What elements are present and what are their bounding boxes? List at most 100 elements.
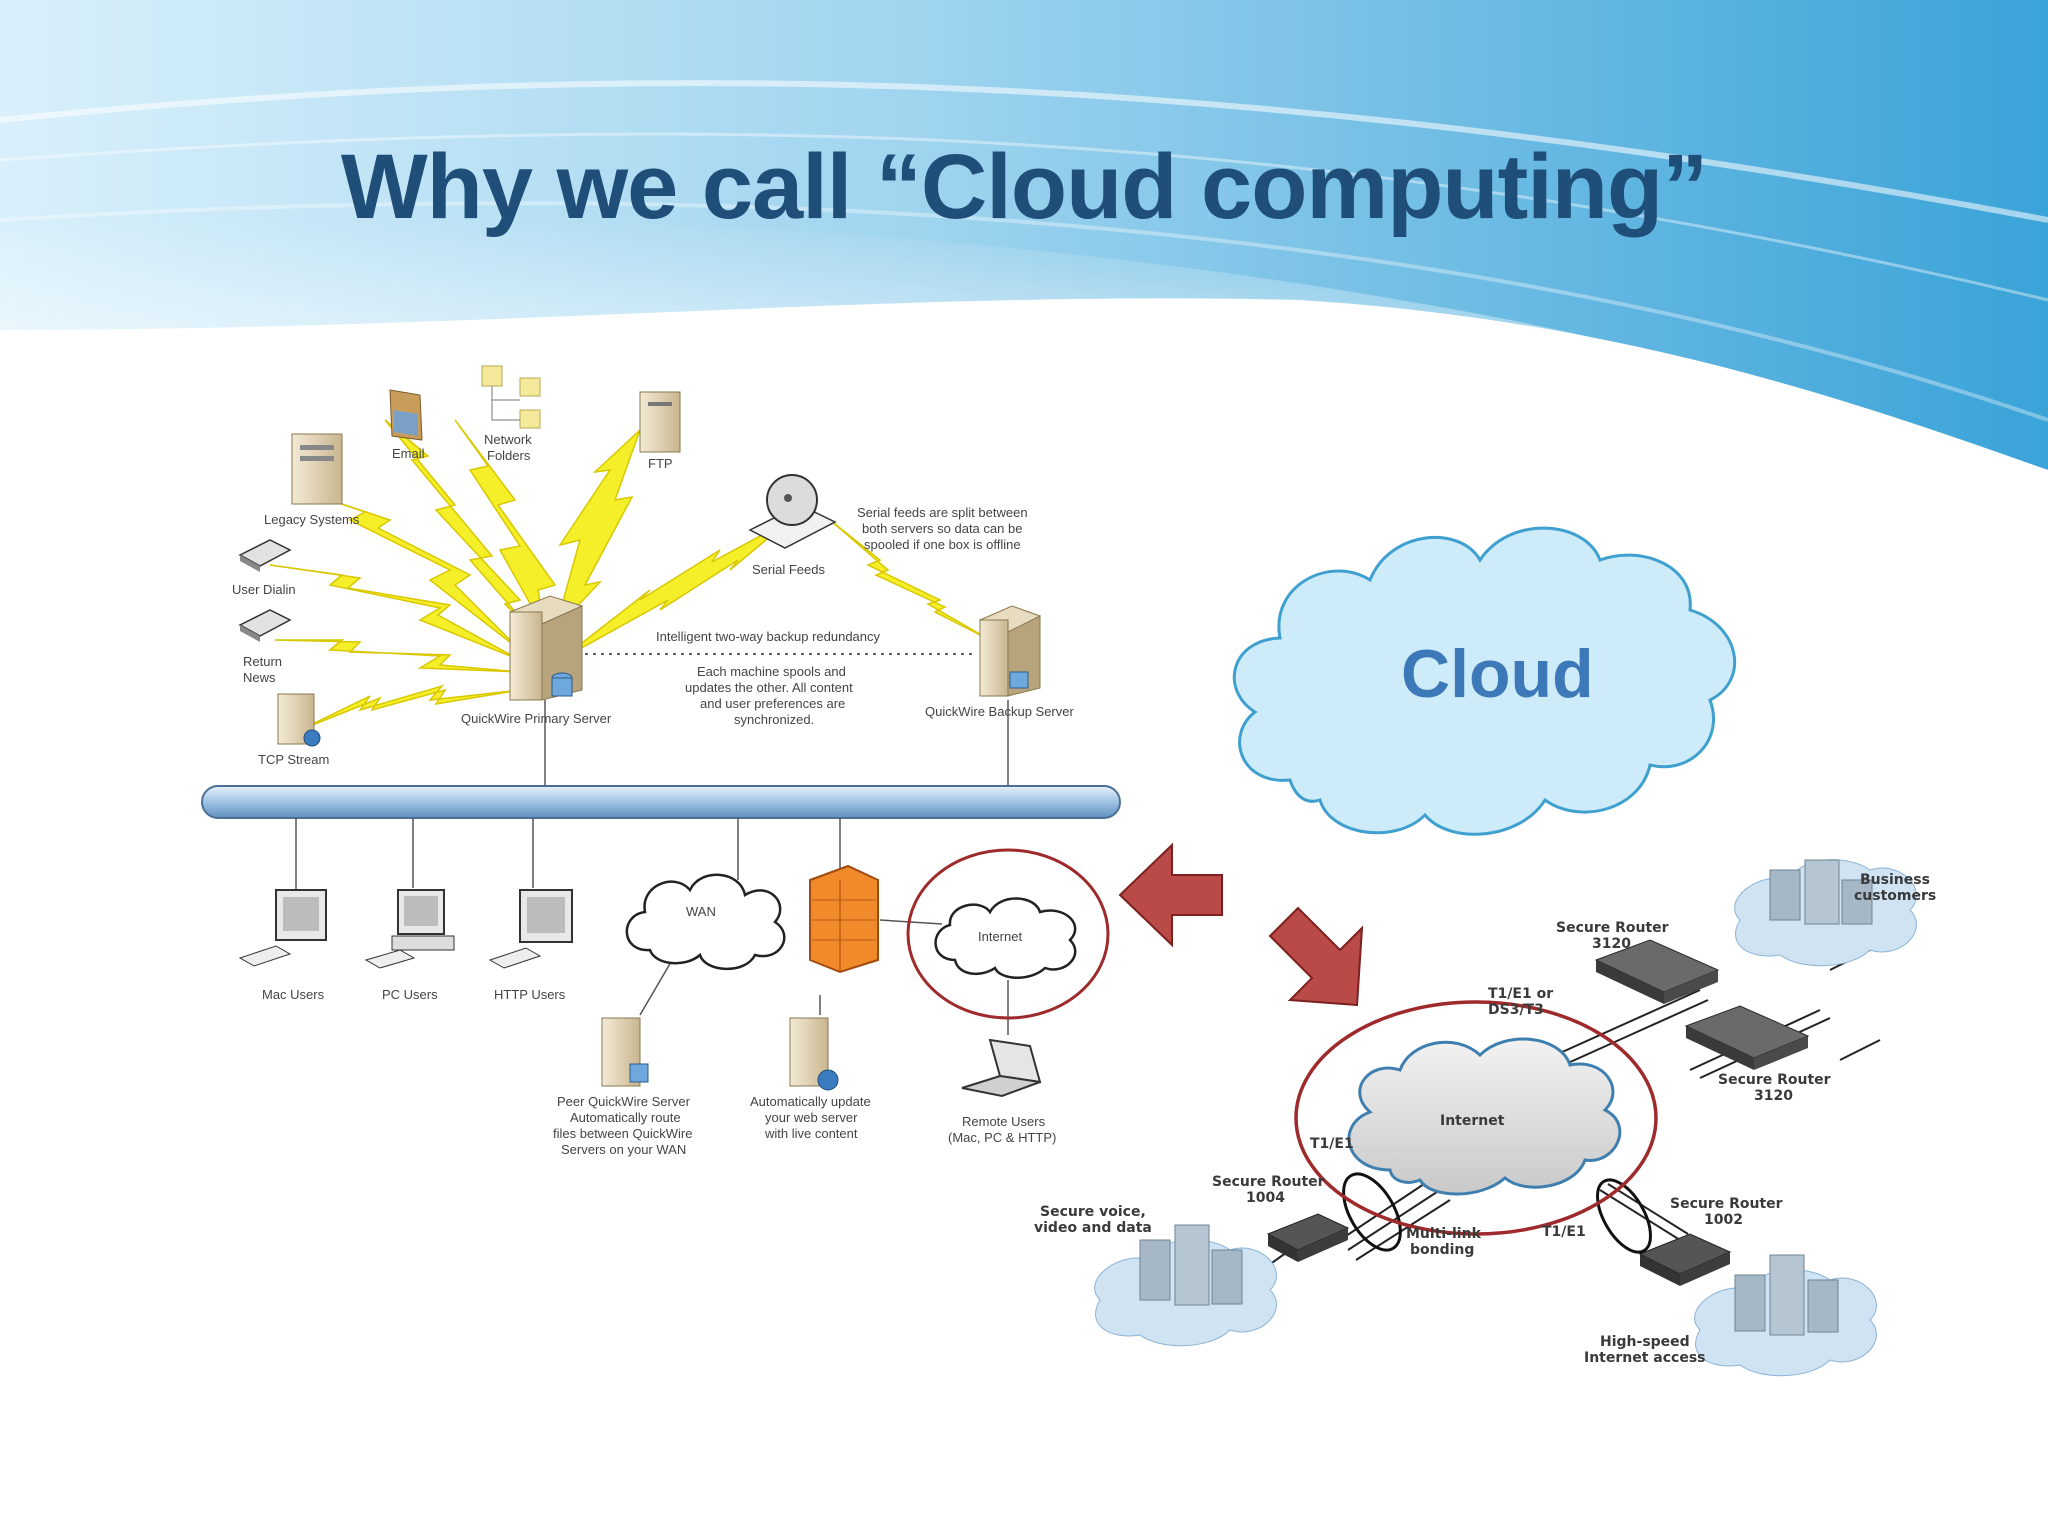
lightning-dialin [269, 564, 521, 661]
dialin-modem-icon [238, 539, 292, 572]
router-1004-icon [1266, 1213, 1350, 1262]
mac-computer-icon [238, 889, 327, 967]
wan-label: WAN [686, 904, 716, 919]
mac-users-label: Mac Users [262, 987, 325, 1002]
arrow-left-icon [1118, 842, 1223, 948]
secure-voice-grid-icon [1094, 1224, 1277, 1347]
redundancy-label: Intelligent two-way backup redundancy [656, 629, 881, 644]
web-server-icon [789, 1017, 839, 1091]
lightning-links [269, 419, 991, 731]
arrow-down-right-icon [1268, 906, 1364, 1007]
primary-server-icon [508, 595, 584, 701]
peer-note-1: Peer QuickWire Server [557, 1094, 691, 1109]
business-customers-grid-icon [1734, 859, 1917, 967]
router-1002-icon [1638, 1233, 1732, 1286]
router-3120-right-icon [1684, 1005, 1810, 1070]
internet-highlight-right [1294, 1000, 1658, 1236]
ftp-label: FTP [648, 456, 673, 471]
pc-computer-icon [364, 889, 455, 969]
business-label-2: customers [1854, 888, 1936, 904]
laptop-icon [961, 1038, 1042, 1098]
highspeed-label-1: High-speed [1600, 1334, 1690, 1350]
backup-server-icon [978, 605, 1042, 697]
peer-server-icon [601, 1017, 649, 1087]
lightning-ftp [554, 429, 641, 631]
serial-note-2: both servers so data can be [862, 521, 1022, 536]
internet-cloud-right-icon [1347, 1037, 1622, 1196]
network-label-1: Network [484, 432, 532, 447]
router-top-label-2: 3120 [1592, 936, 1631, 952]
serial-feeds-icon [748, 474, 837, 549]
dialin-label: User Dialin [232, 582, 296, 597]
multilink-label-2: bonding [1410, 1242, 1474, 1258]
router-1002-label-1: Secure Router [1670, 1196, 1783, 1212]
legacy-server-icon [291, 433, 343, 505]
tcp-label: TCP Stream [258, 752, 329, 767]
internet-right-label: Internet [1440, 1113, 1505, 1129]
t1-ds3-label-1: T1/E1 or [1488, 986, 1553, 1002]
remote-users-1: Remote Users [962, 1114, 1046, 1129]
http-users-label: HTTP Users [494, 987, 566, 1002]
highspeed-label-2: Internet access [1584, 1350, 1706, 1366]
sync-note-3: and user preferences are [700, 696, 845, 711]
firewall-icon [809, 864, 879, 974]
news-modem-icon [238, 609, 292, 642]
internet-left-label: Internet [978, 929, 1022, 944]
sync-note-4: synchronized. [734, 712, 814, 727]
update-note-3: with live content [764, 1126, 858, 1141]
peer-note-4: Servers on your WAN [561, 1142, 686, 1157]
secure-voice-label-2: video and data [1034, 1220, 1152, 1236]
lightning-news [274, 639, 521, 673]
sync-note-1: Each machine spools and [697, 664, 846, 679]
router-right-label-2: 3120 [1754, 1088, 1793, 1104]
tcp-server-icon [277, 693, 321, 747]
serial-label: Serial Feeds [752, 562, 825, 577]
wan-cloud-icon [625, 873, 786, 971]
router-3120-top-icon [1594, 939, 1720, 1004]
multilink-label-1: Multi-link [1406, 1226, 1482, 1242]
lightning-folders [454, 419, 557, 631]
business-label-1: Business [1860, 872, 1930, 888]
multilink-ring [1342, 1172, 1402, 1252]
router-1002-label-2: 1002 [1704, 1212, 1743, 1228]
news-label-2: News [243, 670, 276, 685]
backup-server-label: QuickWire Backup Server [925, 704, 1074, 719]
network-label-2: Folders [487, 448, 531, 463]
serial-note-1: Serial feeds are split between [857, 505, 1028, 520]
internet-highlight-left [906, 848, 1110, 1020]
http-computer-icon [488, 889, 573, 969]
t1-left-label: T1/E1 [1310, 1136, 1354, 1152]
pc-users-label: PC Users [382, 987, 438, 1002]
sync-note-2: updates the other. All content [685, 680, 853, 695]
router-1004-label-1: Secure Router [1212, 1174, 1325, 1190]
cloud-shape [1232, 526, 1737, 836]
network-folders-icon [481, 365, 541, 429]
news-label-1: Return [243, 654, 282, 669]
t1-ds3-label-2: DS3/T3 [1488, 1002, 1544, 1018]
router-1004-label-2: 1004 [1246, 1190, 1285, 1206]
email-icon [389, 389, 423, 441]
slide-title: Why we call “Cloud computing” [340, 136, 1708, 238]
peer-note-2: Automatically route [570, 1110, 681, 1125]
cloud-label: Cloud [1401, 636, 1594, 712]
legacy-label: Legacy Systems [264, 512, 360, 527]
update-note-2: your web server [765, 1110, 858, 1125]
email-label: Email [392, 446, 425, 461]
serial-note-3: spooled if one box is offline [864, 537, 1021, 552]
secure-voice-label-1: Secure voice, [1040, 1204, 1146, 1220]
remote-users-2: (Mac, PC & HTTP) [948, 1130, 1056, 1145]
lightning-email [384, 419, 541, 641]
t1-right-label: T1/E1 [1542, 1224, 1586, 1240]
peer-note-3: files between QuickWire [553, 1126, 692, 1141]
t1-ring-right [1596, 1178, 1652, 1254]
router-right-label-1: Secure Router [1718, 1072, 1831, 1088]
ftp-server-icon [639, 391, 681, 453]
internet-cloud-left-icon [934, 897, 1077, 979]
highspeed-grid-icon [1694, 1254, 1877, 1377]
primary-server-label: QuickWire Primary Server [461, 711, 612, 726]
update-note-1: Automatically update [750, 1094, 871, 1109]
router-top-label-1: Secure Router [1556, 920, 1669, 936]
network-backbone [201, 785, 1121, 819]
